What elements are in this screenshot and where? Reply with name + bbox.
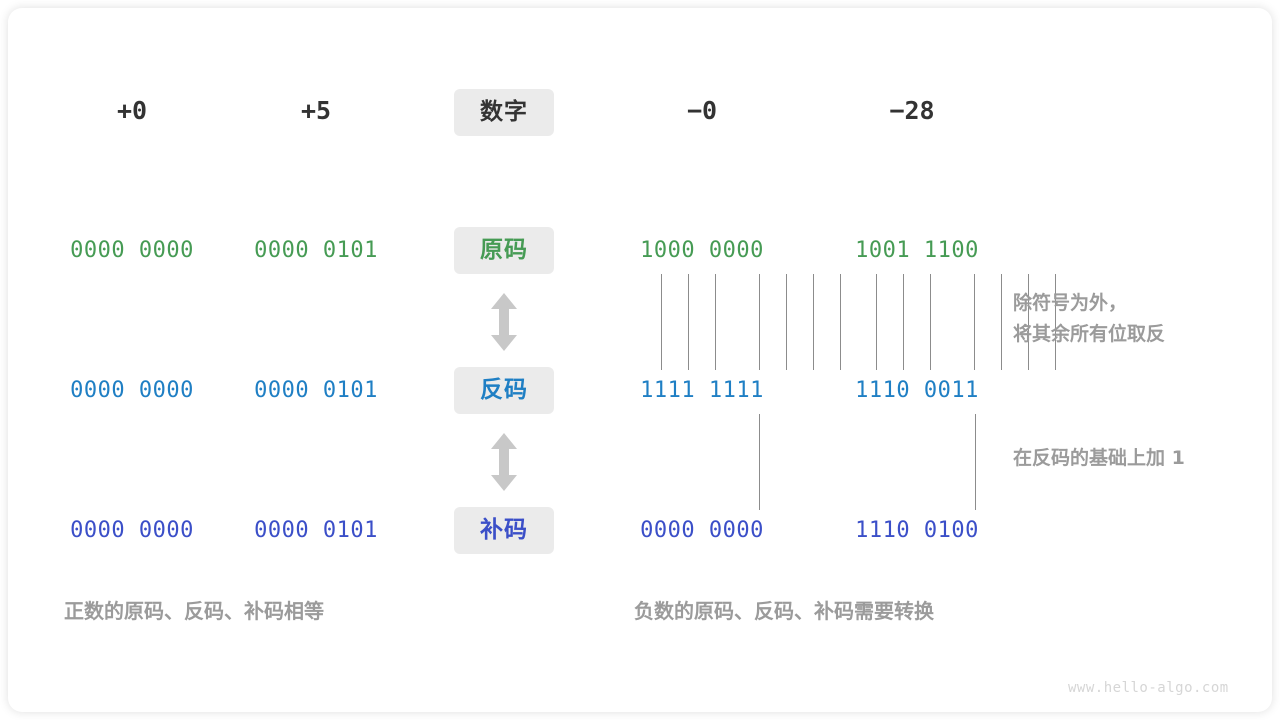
connector-line-invert [1055,274,1056,370]
connector-line-invert [715,274,716,370]
connector-line-invert [786,274,787,370]
connector-line-invert [840,274,841,370]
cell-sign-magnitude-plus-zero: 0000 0000 [70,238,194,263]
double-arrow-icon-invert [491,293,517,351]
connector-line-invert [930,274,931,370]
cell-ones-complement-plus-five: 0000 0101 [254,378,378,403]
connector-line-invert [688,274,689,370]
connector-line-invert [813,274,814,370]
cell-twos-complement-plus-zero: 0000 0000 [70,518,194,543]
caption-negative-numbers: 负数的原码、反码、补码需要转换 [634,599,934,623]
double-arrow-icon-add-one [491,433,517,491]
connector-line-invert [974,274,975,370]
connector-line-add-one [759,414,760,510]
diagram-card: +0 +5 数字 −0 −28 0000 0000 0000 0101 原码 1… [8,8,1272,712]
column-header-minus-zero: −0 [686,96,718,125]
cell-ones-complement-minus-zero: 1111 1111 [640,378,764,403]
column-header-minus-twentyeight: −28 [889,96,935,125]
connector-line-invert [661,274,662,370]
cell-sign-magnitude-minus-twentyeight: 1001 1100 [855,238,979,263]
connector-line-invert [903,274,904,370]
cell-twos-complement-minus-twentyeight: 1110 0100 [855,518,979,543]
cell-twos-complement-plus-five: 0000 0101 [254,518,378,543]
cell-twos-complement-minus-zero: 0000 0000 [640,518,764,543]
row-label-twos-complement: 补码 [454,507,554,554]
row-label-sign-magnitude: 原码 [454,227,554,274]
note-invert-bits-line-2: 将其余所有位取反 [1013,323,1166,345]
connector-line-invert [876,274,877,370]
connector-line-invert [1028,274,1029,370]
caption-positive-numbers: 正数的原码、反码、补码相等 [64,599,324,623]
connector-line-invert [1001,274,1002,370]
note-add-one: 在反码的基础上加 1 [1013,447,1185,469]
cell-ones-complement-plus-zero: 0000 0000 [70,378,194,403]
watermark-url: www.hello-algo.com [1068,680,1229,696]
cell-sign-magnitude-plus-five: 0000 0101 [254,238,378,263]
row-label-number: 数字 [454,89,554,136]
column-header-plus-five: +5 [300,96,332,125]
cell-ones-complement-minus-twentyeight: 1110 0011 [855,378,979,403]
cell-sign-magnitude-minus-zero: 1000 0000 [640,238,764,263]
connector-line-invert [759,274,760,370]
column-header-plus-zero: +0 [116,96,148,125]
row-label-ones-complement: 反码 [454,367,554,414]
note-invert-bits-line-1: 除符号为外， [1013,292,1128,314]
connector-line-add-one [975,414,976,510]
